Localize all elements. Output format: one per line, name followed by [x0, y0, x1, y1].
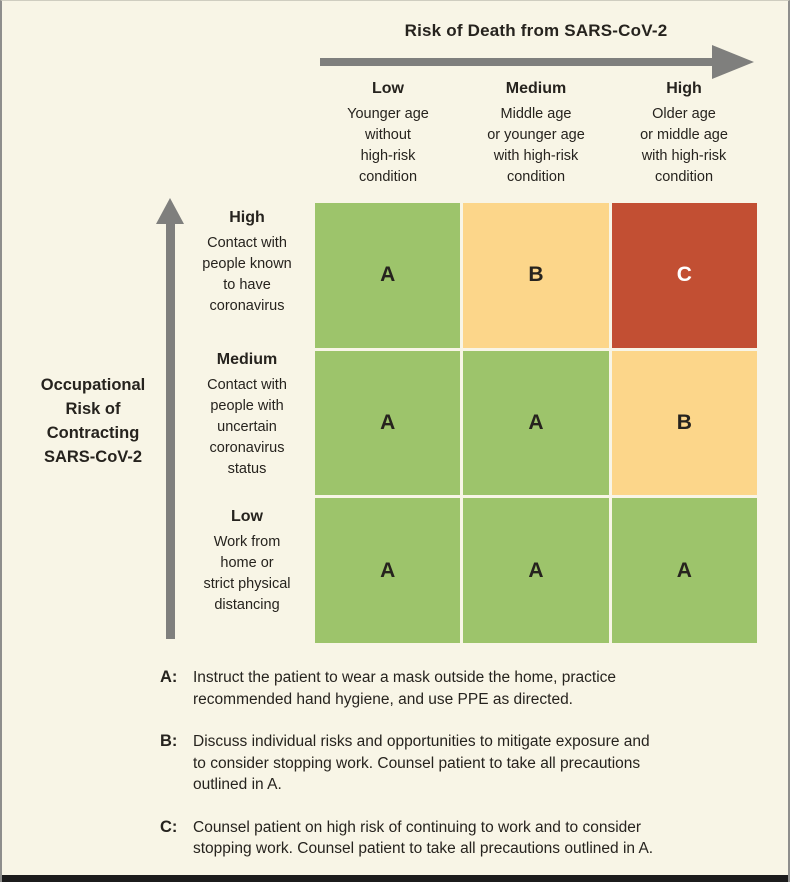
row-header-low: Low Work from home or strict physical di…: [182, 508, 312, 616]
footnote-key: C:: [160, 817, 178, 836]
risk-matrix: A B C A A B A A A: [315, 203, 757, 643]
column-label: Low: [372, 80, 404, 97]
footnote-key: A:: [160, 668, 178, 686]
column-header-low: Low Younger age without high-risk condit…: [315, 80, 461, 188]
column-description: Older age or middle age with high-risk c…: [640, 106, 728, 185]
column-description: Middle age or younger age with high-risk…: [487, 106, 585, 185]
matrix-cell-medium-medium: A: [463, 350, 609, 496]
matrix-cell-medium-high: B: [611, 350, 757, 496]
footnote-b: B: Discuss individual risks and opportun…: [160, 731, 775, 796]
footnote-text: Discuss individual risks and opportuniti…: [193, 733, 650, 793]
x-axis-arrowhead-icon: [712, 45, 754, 79]
matrix-cell-high-medium: B: [463, 203, 609, 348]
row-header-high: High Contact with people known to have c…: [182, 209, 312, 317]
row-label: Low: [231, 508, 263, 525]
x-axis-title: Risk of Death from SARS-CoV-2: [404, 21, 668, 40]
footnote-c: C: Counsel patient on high risk of conti…: [160, 817, 775, 860]
y-axis-arrowhead-icon: [156, 198, 184, 224]
bottom-rule: [2, 875, 788, 882]
column-label: High: [666, 80, 702, 97]
matrix-cell-medium-low: A: [315, 350, 461, 496]
x-axis-arrow: [320, 58, 714, 66]
footnote-key: B:: [160, 732, 178, 750]
matrix-cell-high-high: C: [611, 203, 757, 348]
matrix-cell-low-high: A: [611, 498, 757, 643]
column-header-medium: Medium Middle age or younger age with hi…: [463, 80, 609, 188]
row-description: Contact with people known to have corona…: [202, 235, 292, 314]
y-axis-arrow: [166, 222, 175, 639]
column-header-high: High Older age or middle age with high-r…: [611, 80, 757, 188]
column-label: Medium: [505, 80, 567, 97]
row-header-medium: Medium Contact with people with uncertai…: [182, 351, 312, 480]
footnote-text: Instruct the patient to wear a mask outs…: [193, 669, 617, 708]
footnotes: A: Instruct the patient to wear a mask o…: [160, 667, 775, 881]
footnote-a: A: Instruct the patient to wear a mask o…: [160, 667, 775, 710]
column-description: Younger age without high-risk condition: [347, 106, 429, 185]
matrix-cell-low-medium: A: [463, 498, 609, 643]
row-label: High: [229, 209, 265, 226]
row-description: Contact with people with uncertain coron…: [207, 377, 287, 477]
matrix-cell-low-low: A: [315, 498, 461, 643]
row-description: Work from home or strict physical distan…: [203, 534, 291, 613]
y-axis-title: Occupational Risk of Contracting SARS-Co…: [40, 376, 146, 466]
footnote-text: Counsel patient on high risk of continui…: [193, 818, 654, 858]
matrix-cell-high-low: A: [315, 203, 461, 348]
row-label: Medium: [216, 351, 278, 368]
